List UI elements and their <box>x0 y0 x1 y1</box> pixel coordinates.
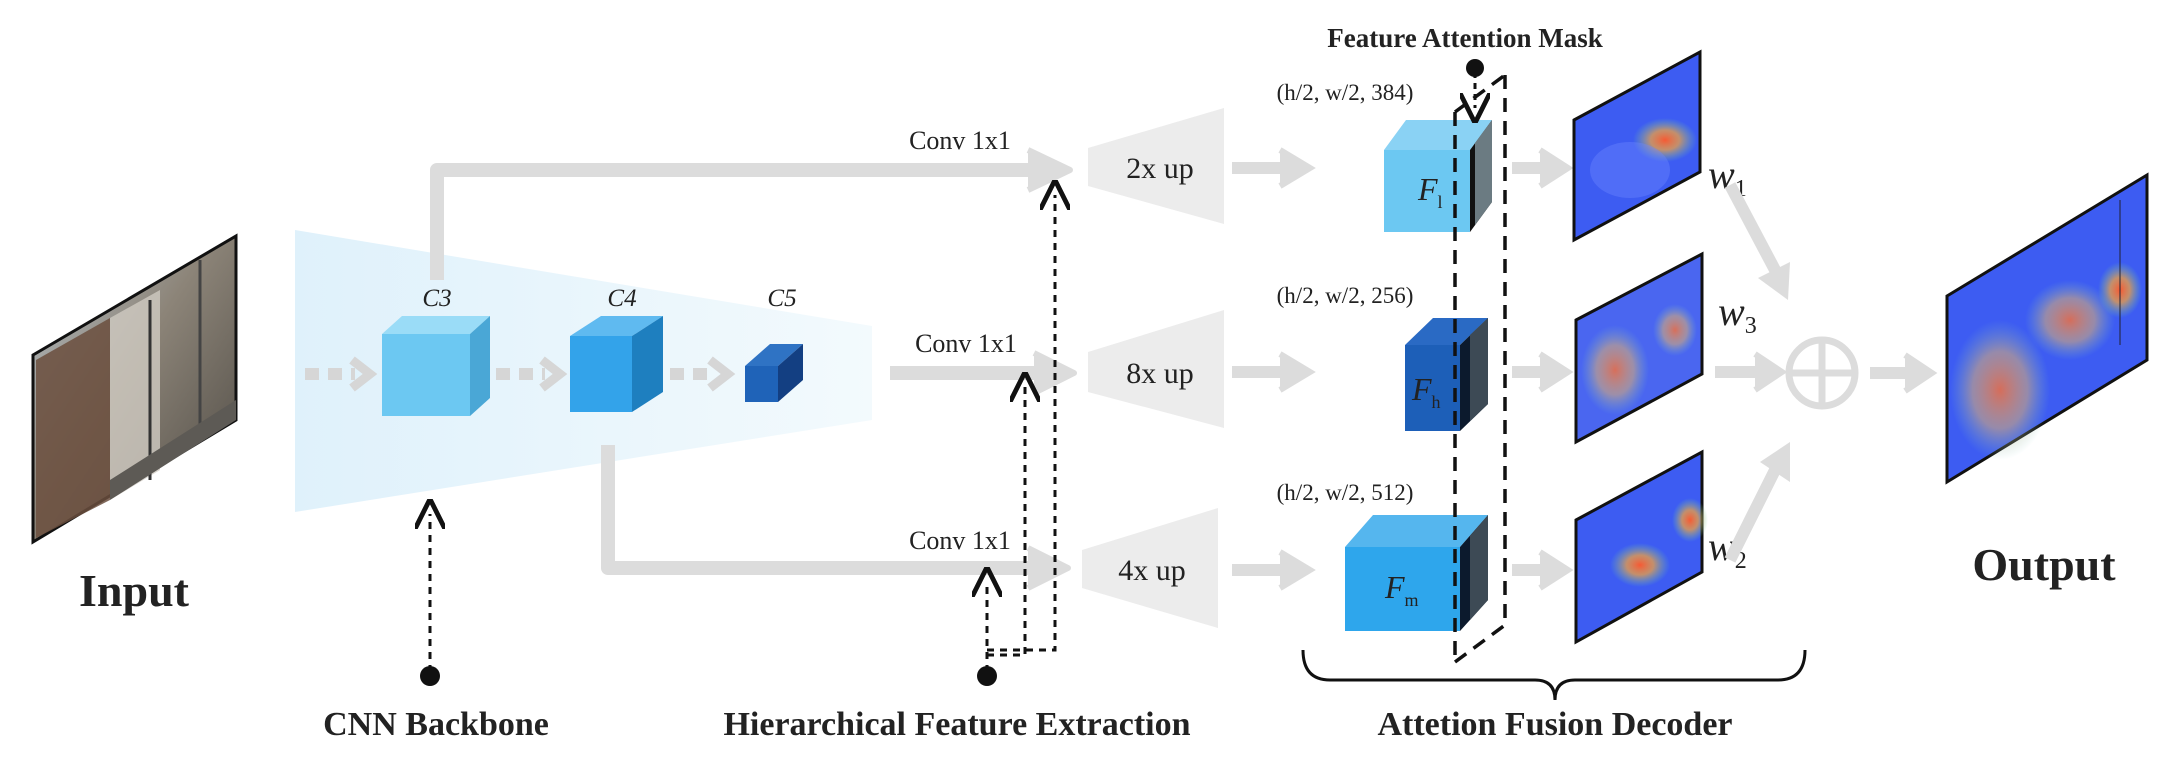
upsample-label-2x: 2x up <box>1126 152 1194 185</box>
feature-label-fh: Fh <box>1411 371 1441 412</box>
feature-dims-fm: (h/2, w/2, 512) <box>1277 480 1414 505</box>
heatmap-fm <box>1574 449 1708 645</box>
backbone-pointer <box>420 514 440 686</box>
extraction-label: Hierarchical Feature Extraction <box>723 706 1190 743</box>
cube-c4 <box>570 316 663 412</box>
output-image <box>1945 172 2149 485</box>
upsample-blocks <box>1082 108 1224 628</box>
fusion-input-arrows <box>1715 182 1790 563</box>
conv-label-top: Conv 1x1 <box>909 126 1011 155</box>
cube-c3 <box>382 316 490 416</box>
cube-c5 <box>745 344 803 402</box>
attention-mask-title: Feature Attention Mask <box>1327 23 1602 53</box>
extraction-pointer-dot <box>977 666 997 686</box>
heatmap-fh <box>1574 251 1704 445</box>
feature-label-fl: Fl <box>1417 171 1443 212</box>
decoder-label: Attetion Fusion Decoder <box>1377 706 1732 743</box>
feature-dims-fh: (h/2, w/2, 256) <box>1277 283 1414 308</box>
backbone-label: CNN Backbone <box>323 706 549 743</box>
weight-w3: w3 <box>1718 289 1757 339</box>
input-label: Input <box>79 565 190 616</box>
decoder-brace <box>1301 649 1807 701</box>
stage-label-c4: C4 <box>607 285 636 312</box>
stage-label-c3: C3 <box>422 285 451 312</box>
feature-label-fm: Fm <box>1384 569 1419 610</box>
feature-dims-fl: (h/2, w/2, 384) <box>1277 80 1414 105</box>
attention-mask-pointer <box>1466 59 1484 108</box>
feature-cube-fl <box>1384 120 1492 232</box>
fusion-output-arrow <box>1870 352 1938 394</box>
backbone-flow-arrows <box>305 356 736 392</box>
stage-label-c5: C5 <box>767 285 796 312</box>
upsample-label-8x: 8x up <box>1126 357 1194 390</box>
heatmap-fl <box>1572 49 1702 243</box>
input-image <box>31 233 238 545</box>
conv-label-bot: Conv 1x1 <box>909 526 1011 555</box>
feature-cube-fm <box>1345 515 1488 631</box>
feature-cube-fh <box>1405 318 1488 431</box>
fusion-plus-icon <box>1785 336 1859 410</box>
upsample-label-4x: 4x up <box>1118 554 1186 587</box>
upsample-output-arrows <box>1232 147 1316 591</box>
output-label: Output <box>1972 539 2116 590</box>
extraction-pointer <box>987 195 1055 672</box>
mask-output-arrows <box>1512 147 1574 591</box>
conv-label-mid: Conv 1x1 <box>915 329 1017 358</box>
